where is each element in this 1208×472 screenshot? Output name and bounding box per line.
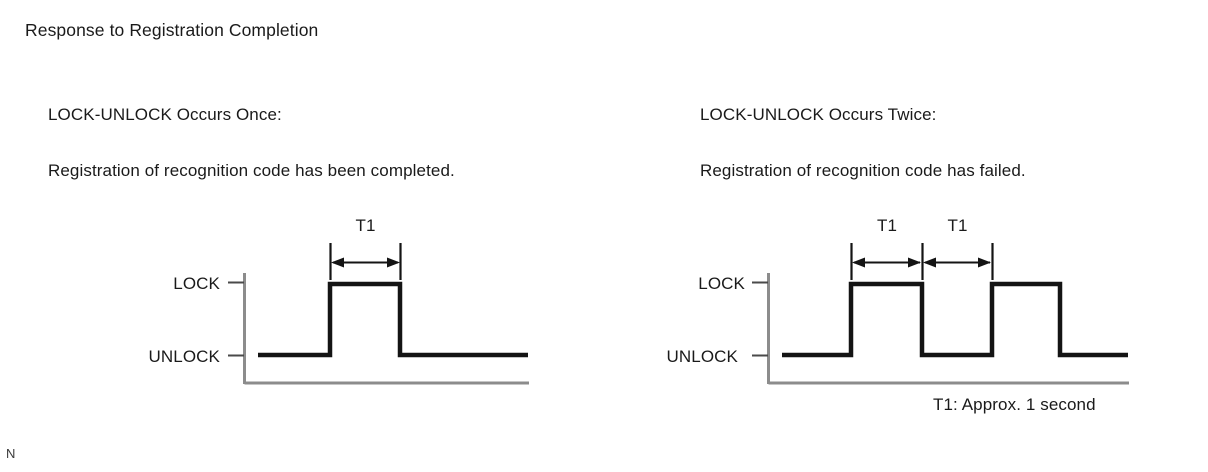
dimension-label-t1-second-twice: T1 [947,216,968,235]
column-description-once: Registration of recognition code has bee… [48,161,455,180]
axis-label-unlock-once: UNLOCK [148,347,220,366]
arrow-head-2-left-twice [923,257,936,268]
arrow-head-left-once [331,257,344,268]
column-heading-once: LOCK-UNLOCK Occurs Once: [48,105,282,124]
footnote-t1-duration: T1: Approx. 1 second [933,395,1096,414]
waveform-twice [782,281,1128,358]
axis-label-lock-twice: LOCK [698,274,745,293]
waveform-once [258,281,528,358]
arrow-head-2-right-twice [978,257,991,268]
axis-label-unlock-twice: UNLOCK [666,347,738,366]
dimension-label-t1-first-twice: T1 [876,216,898,235]
column-description-twice: Registration of recognition code has fai… [700,161,1026,180]
page-mark: N [6,446,16,461]
arrow-head-1-right-twice [908,257,921,268]
axis-label-lock-once: LOCK [173,274,220,293]
arrow-head-1-left-twice [852,257,865,268]
page-title: Response to Registration Completion [25,20,319,40]
arrow-head-right-once [387,257,400,268]
column-heading-twice: LOCK-UNLOCK Occurs Twice: [700,105,937,124]
dimension-label-t1-once: T1 [355,216,376,235]
